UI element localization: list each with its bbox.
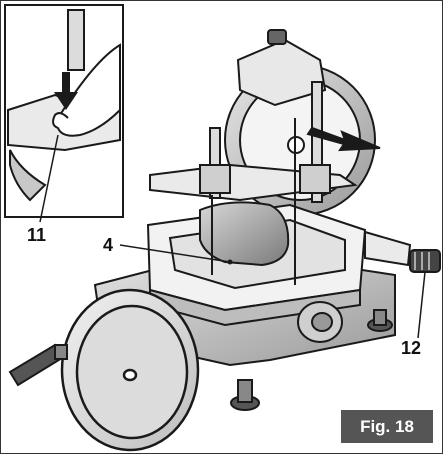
- leader-line-4: [119, 244, 231, 263]
- crank-handle: [8, 343, 68, 387]
- label-11: 11: [27, 225, 47, 245]
- figure-caption: Fig. 18: [341, 410, 433, 443]
- clamp-arm: [149, 81, 358, 203]
- label-12: 12: [401, 338, 422, 358]
- guide-pole: [211, 118, 296, 285]
- meat-block: [199, 201, 290, 267]
- leader-line-12: [417, 271, 426, 339]
- double-arrow-icon: [306, 126, 381, 152]
- knob-12: [364, 230, 441, 273]
- label-4: 4: [103, 235, 114, 255]
- handwheel: [60, 288, 200, 452]
- down-arrow-icon: [54, 72, 78, 110]
- adjustment-knob: [297, 301, 343, 343]
- blade-cover: [236, 29, 327, 107]
- inset-detail: [4, 4, 124, 223]
